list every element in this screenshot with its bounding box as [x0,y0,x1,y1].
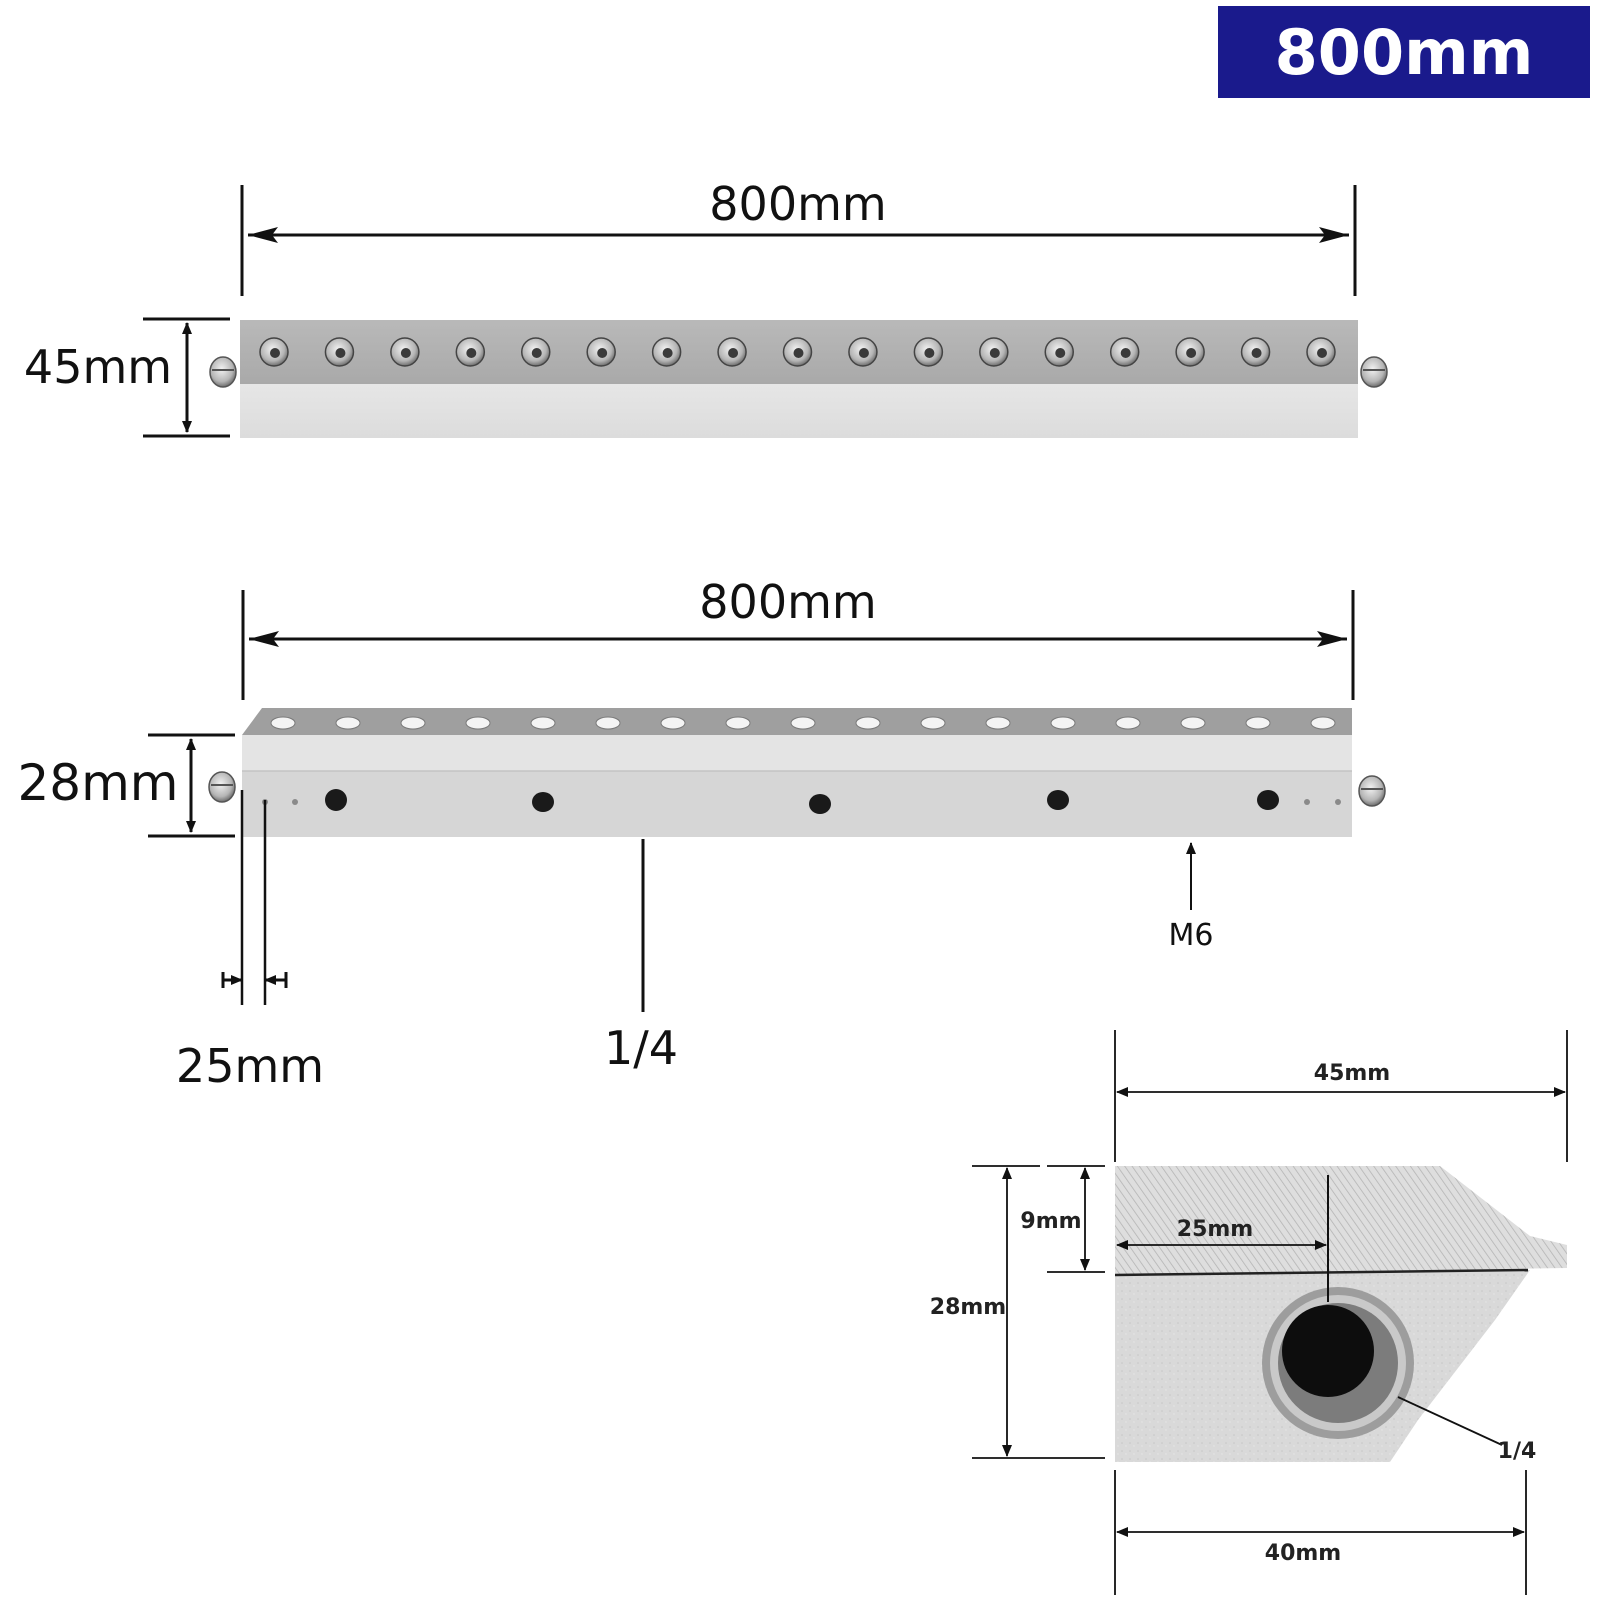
rail-top-hole [530,716,556,730]
top-view-height-label: 45mm [24,340,172,394]
section-hole-label: 1/4 [1498,1439,1537,1464]
rail-top-hole [855,716,881,730]
top-view-left-end-screw [209,356,237,388]
rail-top-hole [1310,716,1336,730]
rail-top-hole [270,716,296,730]
screw-head-icon [1109,337,1140,367]
section-threaded-hole [1262,1287,1414,1439]
rail-top-hole [335,716,361,730]
top-view-length-label: 800mm [709,177,886,231]
rail-top-hole [1115,716,1141,730]
thread-callout-label: M6 [1169,918,1214,953]
screw-head-icon [979,337,1009,367]
section-hole-leader [1397,1396,1503,1446]
section-top-thickness-label: 9mm [1020,1209,1081,1234]
top-view-rail-face [240,384,1358,438]
side-view: 800mm [17,575,1386,1093]
length-badge: 800mm [1218,6,1590,98]
screw-head-icon [1175,337,1205,367]
top-view: 800mm 45mm [24,177,1388,438]
rail-top-hole [400,716,426,730]
side-view-rail-lip [242,735,1352,771]
side-view-top-hole-row [270,716,1336,730]
screw-head-icon [390,337,420,367]
screw-head-icon [324,337,355,367]
screw-head-icon [782,337,813,367]
screw-head-icon [717,337,747,367]
rail-top-hole [725,716,751,730]
screw-head-icon [455,337,486,367]
rail-top-hole [985,716,1011,730]
section-width-label: 45mm [1314,1061,1390,1086]
side-view-rail-face [242,771,1352,837]
screw-head-icon [913,337,944,367]
section-base-width-label: 40mm [1265,1541,1341,1566]
hole-callout-label: 1/4 [604,1021,678,1075]
top-view-screw-row [259,337,1336,367]
rail-top-hole [1180,716,1206,730]
screw-head-icon [1240,337,1271,367]
screw-head-icon [1044,337,1074,367]
screw-head-icon [586,337,616,367]
side-view-length-label: 800mm [699,575,876,629]
screw-head-icon [521,337,551,367]
rail-top-hole [1245,716,1271,730]
spacing-label: 25mm [176,1039,324,1093]
rail-top-hole [790,716,816,730]
rail-top-hole [920,716,946,730]
side-view-height-label: 28mm [17,754,178,812]
rail-top-hole [660,716,686,730]
rail-top-hole [1050,716,1076,730]
section-hole-offset-label: 25mm [1177,1217,1253,1242]
top-view-right-end-screw [1360,356,1388,388]
section-view: 45mm 25mm 9mm 28mm 1/4 [930,1030,1568,1595]
screw-head-icon [259,337,289,367]
screw-head-icon [1306,337,1336,367]
screw-head-icon [848,337,878,367]
side-view-left-end-screw [208,771,236,803]
side-view-right-end-screw [1358,775,1386,807]
rail-top-hole [465,716,491,730]
screw-head-icon [651,337,682,367]
rail-top-hole [595,716,621,730]
section-height-label: 28mm [930,1295,1006,1320]
